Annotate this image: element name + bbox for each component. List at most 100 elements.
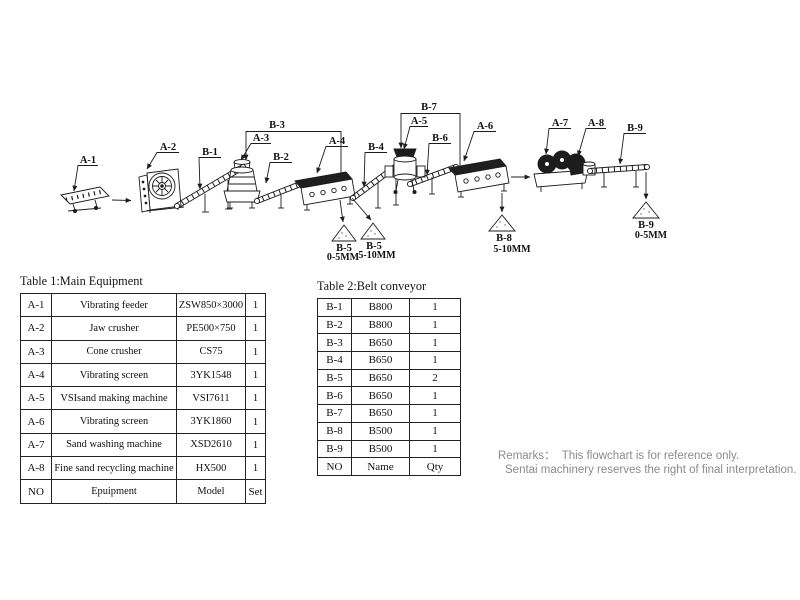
cell: Epuipment <box>51 479 177 504</box>
cell: A-3 <box>20 339 52 364</box>
cell: Fine sand recycling machine <box>51 456 177 481</box>
callout-a3: A-3 <box>253 133 269 144</box>
cell: Set <box>245 479 266 504</box>
table2-title: Table 2:Belt conveyor <box>317 279 427 293</box>
cell: Name <box>351 457 410 476</box>
pile-b5-fine-label: B-5 <box>336 243 352 254</box>
cell: PE500×750 <box>176 316 246 341</box>
cell: B650 <box>351 351 410 370</box>
cell: B800 <box>351 298 410 317</box>
drop-lines <box>339 172 649 223</box>
stockpile-b9 <box>632 201 660 219</box>
cell: 2 <box>409 368 461 388</box>
cell: B-2 <box>317 315 352 335</box>
cell: B500 <box>351 421 410 441</box>
cell: 1 <box>409 439 461 459</box>
cell: 1 <box>409 386 461 406</box>
pile-b9-size: 0-5MM <box>635 230 668 241</box>
stockpile-b5-fine <box>331 224 357 242</box>
cell: 1 <box>409 421 461 441</box>
callout-b2: B-2 <box>273 152 289 163</box>
cell: 1 <box>409 315 461 335</box>
remarks: Remarks： This flowchart is for reference… <box>498 449 796 477</box>
cell: 1 <box>409 333 461 353</box>
cell: A-5 <box>20 386 52 411</box>
cell: 1 <box>409 404 461 423</box>
cell: B-8 <box>317 421 352 441</box>
stockpile-b8 <box>488 214 516 232</box>
cell: A-2 <box>20 316 52 341</box>
cell: Jaw crusher <box>51 316 177 341</box>
flow-arrow-a1-a2 <box>111 197 132 203</box>
cell: A-1 <box>20 292 52 318</box>
cell: Sand washing machine <box>51 432 177 458</box>
cell: B-7 <box>317 404 352 423</box>
callout-a7: A-7 <box>552 118 568 129</box>
cell: 1 <box>245 339 266 364</box>
cell: B-3 <box>317 333 352 353</box>
jaw-crusher-drawing <box>138 168 185 213</box>
cell: A-6 <box>20 409 52 434</box>
pile-b8-size: 5-10MM <box>493 244 531 255</box>
cell: B650 <box>351 386 410 406</box>
vibrating-screen-a4-drawing <box>294 171 356 211</box>
cell: A-7 <box>20 432 52 458</box>
cell: B500 <box>351 439 410 459</box>
vibrating-feeder-drawing <box>60 186 110 214</box>
table1-title: Table 1:Main Equipment <box>20 274 143 288</box>
cell: XSD2610 <box>176 432 246 458</box>
callout-b3: B-3 <box>269 120 285 131</box>
cell: 1 <box>245 316 266 341</box>
cell: B800 <box>351 315 410 335</box>
pile-b8-label: B-8 <box>496 233 512 244</box>
callout-b1: B-1 <box>202 147 218 158</box>
cell: 1 <box>245 409 266 434</box>
remarks-line1: Remarks： This flowchart is for reference… <box>498 450 740 462</box>
cell: A-4 <box>20 362 52 388</box>
cell: Cone crusher <box>51 339 177 364</box>
cell: VSI7611 <box>176 386 246 411</box>
stockpile-b5-coarse <box>360 222 386 240</box>
conveyor-b9-drawing <box>586 163 651 188</box>
cell: B650 <box>351 368 410 388</box>
callout-a8: A-8 <box>588 118 604 129</box>
callout-a4: A-4 <box>329 136 346 147</box>
cell: Vibrating feeder <box>51 292 177 318</box>
callout-a5: A-5 <box>411 116 427 127</box>
cone-crusher-drawing <box>223 159 261 209</box>
cell: 3YK1548 <box>176 362 246 388</box>
cell: 1 <box>245 432 266 458</box>
cell: Qty <box>409 457 461 476</box>
cell: B650 <box>351 333 410 353</box>
callout-a2: A-2 <box>160 142 176 153</box>
callout-b7: B-7 <box>421 102 437 113</box>
cell: B-6 <box>317 386 352 406</box>
cell: HX500 <box>176 456 246 481</box>
callout-a6: A-6 <box>477 121 493 132</box>
cell: B-9 <box>317 439 352 459</box>
cell: 1 <box>245 362 266 388</box>
vibrating-screen-a6-drawing <box>448 158 510 198</box>
cell: 1 <box>409 298 461 317</box>
cell: B-4 <box>317 351 352 370</box>
cell: 1 <box>409 351 461 370</box>
cell: VSIsand making machine <box>51 386 177 411</box>
remarks-line2: Sentai machinery reserves the right of f… <box>505 464 797 476</box>
pile-b9-label: B-9 <box>638 220 654 231</box>
pile-b5-coarse-size: 5-10MM <box>358 250 396 261</box>
vsi-sand-making-machine-drawing <box>384 148 426 195</box>
